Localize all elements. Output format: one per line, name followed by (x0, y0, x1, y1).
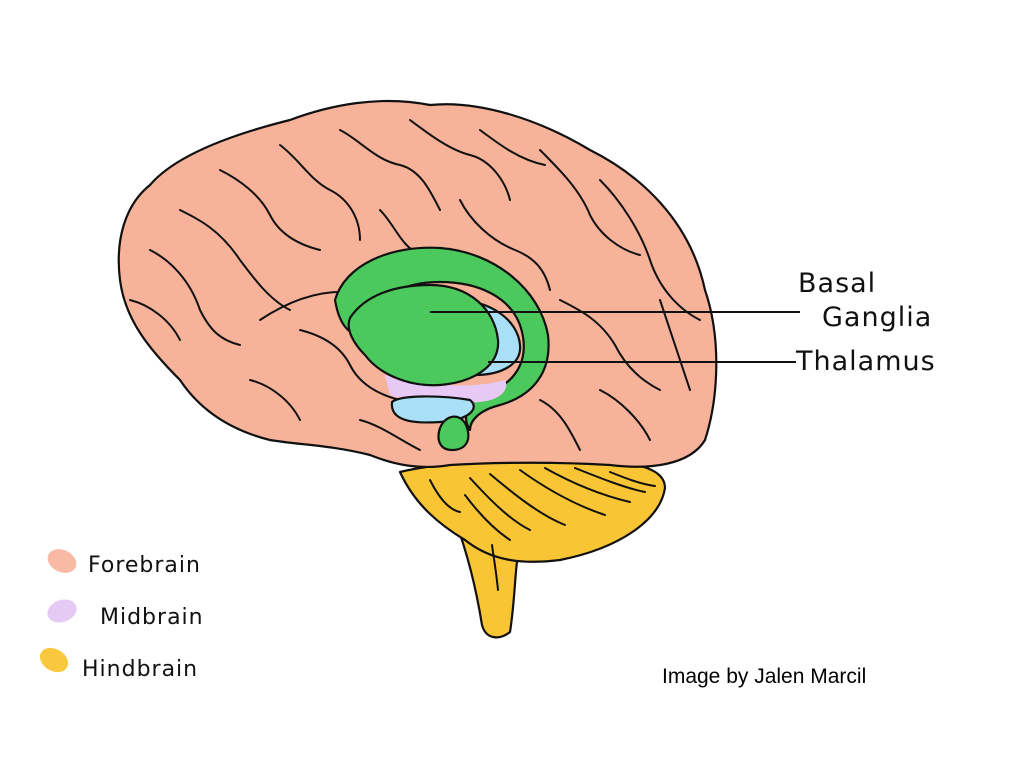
cerebral-gyri (129, 119, 701, 451)
legend-swatch-forebrain (47, 549, 77, 573)
legend-label-forebrain: Forebrain (88, 553, 201, 578)
basal-ganglia-region (333, 246, 550, 452)
image-credit: Image by Jalen Marcil (662, 665, 866, 688)
legend: Forebrain Midbrain Hindbrain (39, 549, 204, 682)
basal-ganglia-label-line2: Ganglia (822, 302, 932, 333)
legend-swatch-midbrain (47, 599, 77, 623)
basal-ganglia-label-line1: Basal (798, 268, 876, 299)
legend-label-hindbrain: Hindbrain (82, 657, 198, 682)
legend-swatch-hindbrain (39, 647, 69, 673)
thalamus-label: Thalamus (795, 346, 936, 377)
hindbrain-region (398, 459, 667, 639)
cerebellum (398, 459, 667, 563)
amygdala (437, 415, 470, 452)
cerebellum-folia (429, 467, 656, 591)
legend-label-midbrain: Midbrain (100, 605, 204, 630)
